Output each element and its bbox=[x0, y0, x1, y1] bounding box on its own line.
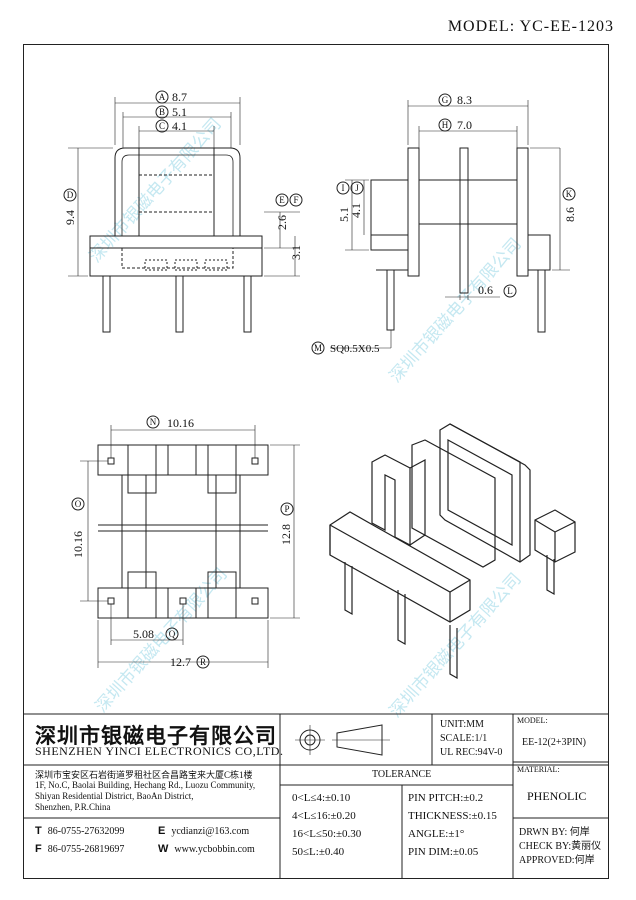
dim-h: 7.0 bbox=[457, 118, 472, 132]
svg-text:I: I bbox=[342, 183, 345, 193]
unit: UNIT:MM bbox=[440, 719, 484, 730]
website-url: www.ycbobbin.com bbox=[174, 844, 255, 855]
svg-text:A: A bbox=[159, 92, 166, 102]
ul-rec: UL REC:94V-0 bbox=[440, 747, 503, 758]
title-block bbox=[23, 713, 609, 879]
material-value: PHENOLIC bbox=[527, 789, 587, 803]
dim-r: 12.7 bbox=[170, 655, 191, 669]
checked-by: CHECK BY:黄丽仪 bbox=[519, 841, 602, 852]
dim-k: 8.6 bbox=[563, 207, 577, 222]
tolerance-row-2: 4<L≤16:±0.20 bbox=[292, 810, 356, 822]
dim-q: 5.08 bbox=[133, 627, 154, 641]
tolerance-row-3: 16<L≤50:±0.30 bbox=[292, 828, 362, 840]
email-address: ycdianzi@163.com bbox=[171, 826, 250, 837]
model-label: MODEL: bbox=[517, 716, 548, 725]
model-value: EE-12(2+3PIN) bbox=[522, 737, 586, 748]
svg-text:O: O bbox=[75, 499, 82, 509]
company-name-en: SHENZHEN YINCI ELECTRONICS CO,LTD. bbox=[35, 744, 284, 758]
dim-i: 5.1 bbox=[337, 207, 351, 222]
svg-text:M: M bbox=[314, 343, 322, 353]
dim-b: 5.1 bbox=[172, 105, 187, 119]
approved-by: APPROVED:何岸 bbox=[519, 855, 595, 866]
tolerance-row-4: 50≤L:±0.40 bbox=[292, 846, 345, 858]
svg-text:G: G bbox=[442, 95, 449, 105]
company-name-cn: 深圳市银磁电子有限公司 bbox=[35, 723, 277, 748]
svg-text:F: F bbox=[293, 195, 298, 205]
fax-number: 86-0755-26819697 bbox=[47, 844, 125, 855]
tolerance-row-1: 0<L≤4:±0.10 bbox=[292, 792, 351, 804]
svg-text:C: C bbox=[159, 121, 165, 131]
dim-n: 10.16 bbox=[167, 416, 194, 430]
drawn-by: DRWN BY: 何岸 bbox=[519, 827, 590, 838]
dim-o: 10.16 bbox=[71, 531, 85, 558]
fax-letter: F bbox=[35, 843, 42, 855]
drawing-frame bbox=[23, 44, 609, 879]
dim-e: 2.6 bbox=[275, 215, 289, 230]
dim-l: 0.6 bbox=[478, 283, 493, 297]
svg-text:R: R bbox=[200, 657, 206, 667]
front-view bbox=[68, 97, 300, 333]
angle: ANGLE:±1° bbox=[408, 828, 465, 840]
svg-text:E: E bbox=[279, 195, 285, 205]
pin-dim: PIN DIM:±0.05 bbox=[408, 846, 479, 858]
dim-g: 8.3 bbox=[457, 93, 472, 107]
bottom-view bbox=[80, 425, 300, 668]
side-view bbox=[330, 100, 570, 349]
dim-c: 4.1 bbox=[172, 119, 187, 133]
tel-letter: T bbox=[35, 825, 42, 837]
svg-text:N: N bbox=[150, 417, 157, 427]
dim-a: 8.7 bbox=[172, 90, 187, 104]
address-en-1: 1F, No.C, Baolai Building, Hechang Rd., … bbox=[35, 780, 256, 790]
svg-text:D: D bbox=[67, 190, 74, 200]
dim-p: 12.8 bbox=[279, 524, 293, 545]
scale: SCALE:1/1 bbox=[440, 733, 488, 744]
material-label: MATERIAL: bbox=[517, 765, 560, 774]
fax: F 86-0755-26819697 bbox=[35, 843, 124, 855]
tolerance-title: TOLERANCE bbox=[372, 769, 432, 780]
dim-m: SQ0.5X0.5 bbox=[330, 343, 380, 355]
dim-f: 3.1 bbox=[289, 245, 303, 260]
thickness: THICKNESS:±0.15 bbox=[408, 810, 497, 822]
tel: T 86-0755-27632099 bbox=[35, 825, 124, 837]
web-letter: W bbox=[158, 843, 169, 855]
isometric-view bbox=[329, 423, 576, 680]
dim-j: 4.1 bbox=[349, 203, 363, 218]
email-letter: E bbox=[158, 825, 166, 837]
svg-text:P: P bbox=[284, 504, 289, 514]
pin-pitch: PIN PITCH:±0.2 bbox=[408, 792, 484, 804]
address-en-3: Shenzhen, P.R.China bbox=[35, 802, 111, 812]
tel-number: 86-0755-27632099 bbox=[47, 826, 125, 837]
svg-text:K: K bbox=[566, 189, 573, 199]
svg-text:L: L bbox=[507, 286, 513, 296]
svg-text:Q: Q bbox=[169, 629, 176, 639]
address-cn: 深圳市宝安区石岩街道罗租社区合昌路宝来大厦C栋1楼 bbox=[35, 770, 253, 780]
model-number: MODEL: YC-EE-1203 bbox=[447, 18, 614, 35]
address-en-2: Shiyan Residential District, BaoAn Distr… bbox=[35, 791, 194, 801]
dim-d: 9.4 bbox=[63, 210, 77, 225]
svg-text:J: J bbox=[355, 183, 359, 193]
svg-text:B: B bbox=[159, 107, 165, 117]
svg-text:H: H bbox=[442, 120, 449, 130]
